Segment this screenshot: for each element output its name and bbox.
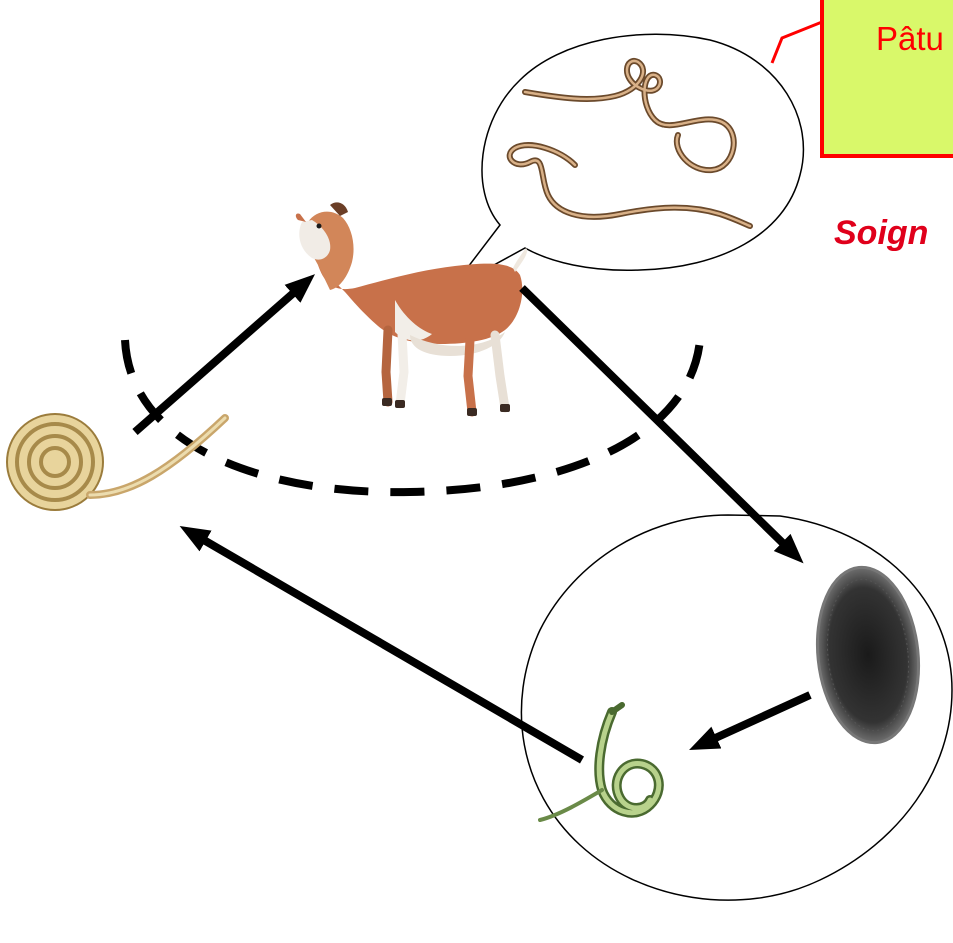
callout-text: Pâtu (876, 20, 944, 58)
adult-worms-bubble (452, 34, 803, 288)
arrow-larva-to-goat (135, 282, 306, 432)
arrow-larva-to-infective (190, 532, 582, 760)
infective-larva (7, 414, 225, 510)
callout-connector (772, 22, 822, 63)
italic-label: Soign (834, 214, 928, 253)
arrow-goat-to-egg (522, 288, 795, 555)
